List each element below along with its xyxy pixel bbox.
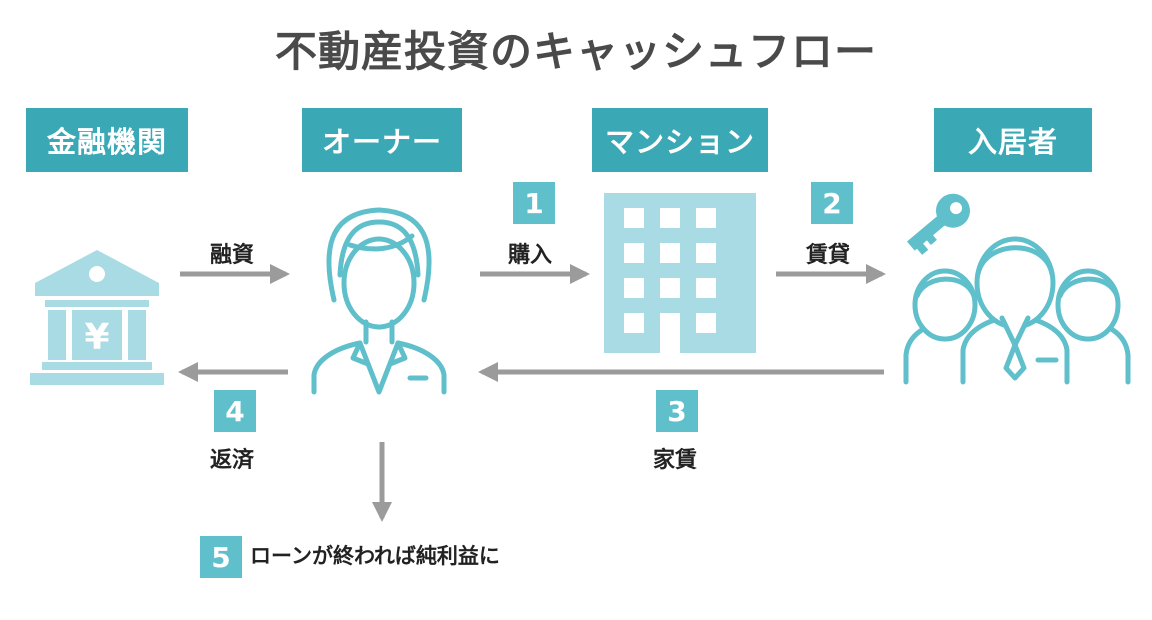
step-3-label: 家賃 <box>653 448 698 473</box>
businesswoman-icon <box>311 207 447 395</box>
header-bank: 金融機関 <box>26 108 188 172</box>
header-mansion: マンション <box>592 108 768 172</box>
header-resident: 入居者 <box>934 108 1092 172</box>
yen-symbol: ¥ <box>84 317 109 358</box>
step-4-badge: 4 <box>214 390 256 432</box>
key-icon <box>906 193 970 255</box>
bank-yen-icon <box>30 250 164 385</box>
step-4-label: 返済 <box>210 448 255 473</box>
step-5-badge: 5 <box>200 536 242 578</box>
step-2-badge: 2 <box>811 182 853 224</box>
step-1-badge: 1 <box>513 182 555 224</box>
step-1-label: 購入 <box>508 243 553 268</box>
header-owner: オーナー <box>302 108 462 172</box>
page-title: 不動産投資のキャッシュフロー <box>274 27 877 76</box>
step-2-label: 賃貸 <box>806 243 851 268</box>
building-icon <box>604 193 756 353</box>
loan-label: 融資 <box>210 243 255 268</box>
step-3-badge: 3 <box>656 390 698 432</box>
step-5-label: ローンが終われば純利益に <box>250 544 500 568</box>
people-group-icon <box>903 236 1131 385</box>
